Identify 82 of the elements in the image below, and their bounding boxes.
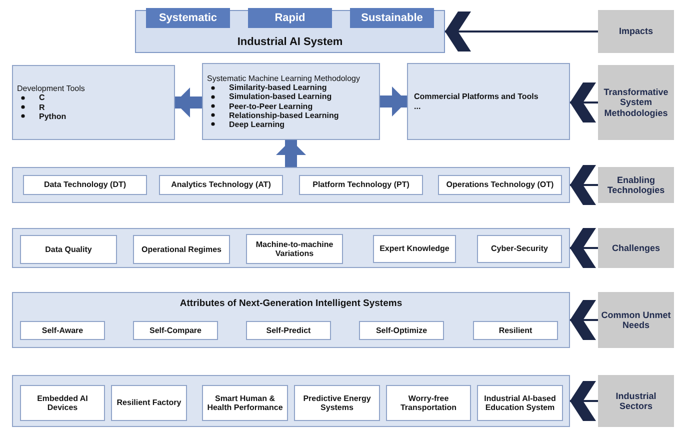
item-box — [299, 175, 423, 195]
item-label: Data Quality — [45, 244, 92, 254]
list-item: Similarity-based Learning — [207, 83, 375, 92]
item-label: Machine-to-machine Variations — [254, 240, 334, 258]
item-label: Resilient Factory — [116, 398, 182, 408]
list-item: Deep Learning — [207, 120, 375, 130]
category-label: Industrial Sectors — [614, 390, 658, 412]
content-box — [202, 63, 380, 140]
content-box — [407, 63, 570, 140]
item-label: Self-Compare — [149, 326, 202, 336]
item-label: Cyber-Security — [491, 244, 548, 254]
band-title: Attributes of Next-Generation Intelligent Systems — [180, 299, 402, 310]
empty-box — [12, 228, 570, 268]
category-label: Enabling Technologies — [606, 174, 666, 196]
list-item: Simulation-based Learning — [207, 92, 375, 102]
category-label: Challenges — [612, 242, 660, 254]
category-label: Impacts — [618, 26, 653, 37]
item-box — [133, 321, 218, 340]
item-box — [386, 385, 471, 421]
row-band — [12, 292, 570, 348]
item-box — [438, 175, 562, 195]
list-item: Peer-to-Peer Learning — [207, 102, 375, 111]
block-arrow — [276, 140, 306, 167]
list-item: C — [17, 93, 170, 102]
item-box — [159, 175, 283, 195]
item-box — [20, 321, 105, 340]
item-box — [111, 385, 187, 421]
list-text: Development Tools — [17, 84, 86, 94]
item-box — [477, 235, 562, 263]
attribute-tab — [248, 8, 332, 28]
item-label: Expert Knowledge — [380, 244, 450, 254]
list-text: Commercial Platforms and Tools — [414, 92, 540, 102]
item-label: Operations Technology (OT) — [446, 180, 554, 190]
item-label: Resilient — [498, 326, 532, 336]
item-label: Worry-free Transportation — [399, 394, 458, 412]
list-item: Relationship-based Learning — [207, 110, 375, 120]
list-item: ... — [414, 102, 422, 111]
item-box — [20, 385, 105, 421]
block-arrow — [380, 86, 407, 116]
item-label: Analytics Technology (AT) — [171, 180, 271, 190]
category-box — [598, 167, 674, 203]
content-box — [12, 65, 175, 140]
item-box — [373, 235, 456, 263]
category-box — [598, 292, 674, 348]
attribute-tab — [350, 8, 434, 28]
category-label: Common Unmet Needs — [600, 310, 672, 330]
block-arrow — [175, 88, 202, 118]
item-box — [294, 385, 380, 421]
band-title: Industrial AI System — [237, 36, 343, 49]
item-box — [477, 385, 563, 421]
item-box — [473, 321, 558, 340]
item-label: Smart Human & Health Performance — [206, 394, 284, 412]
category-label: Transformative System Methodologies — [602, 86, 670, 118]
item-label: Platform Technology (PT) — [312, 180, 410, 190]
item-label: Industrial AI-based Education System — [483, 394, 557, 412]
item-box — [133, 235, 230, 264]
item-box — [246, 321, 331, 340]
item-box — [202, 385, 288, 421]
item-box — [23, 175, 147, 195]
list-item: Python — [17, 112, 170, 121]
item-label: Data Technology (DT) — [44, 180, 126, 190]
tab-label: Rapid — [274, 12, 306, 24]
item-label: Operational Regimes — [141, 244, 222, 254]
tab-label: Sustainable — [361, 12, 423, 24]
category-box — [598, 375, 674, 427]
list-item: R — [17, 102, 170, 112]
tab-label: Systematic — [158, 12, 218, 24]
item-box — [20, 235, 117, 264]
category-box — [598, 228, 674, 268]
item-label: Predictive Energy Systems — [302, 394, 372, 412]
item-label: Self-Predict — [266, 326, 311, 336]
category-box — [598, 10, 674, 53]
attribute-tab — [146, 8, 230, 28]
empty-box — [12, 375, 570, 427]
item-box — [246, 234, 343, 264]
category-box — [598, 65, 674, 140]
item-box — [359, 321, 444, 340]
item-label: Self-Optimize — [376, 326, 428, 336]
item-label: Embedded AI Devices — [36, 394, 89, 412]
empty-box — [12, 167, 570, 203]
item-label: Self-Aware — [42, 326, 84, 336]
list-text: Systematic Machine Learning Methodology — [207, 74, 361, 84]
